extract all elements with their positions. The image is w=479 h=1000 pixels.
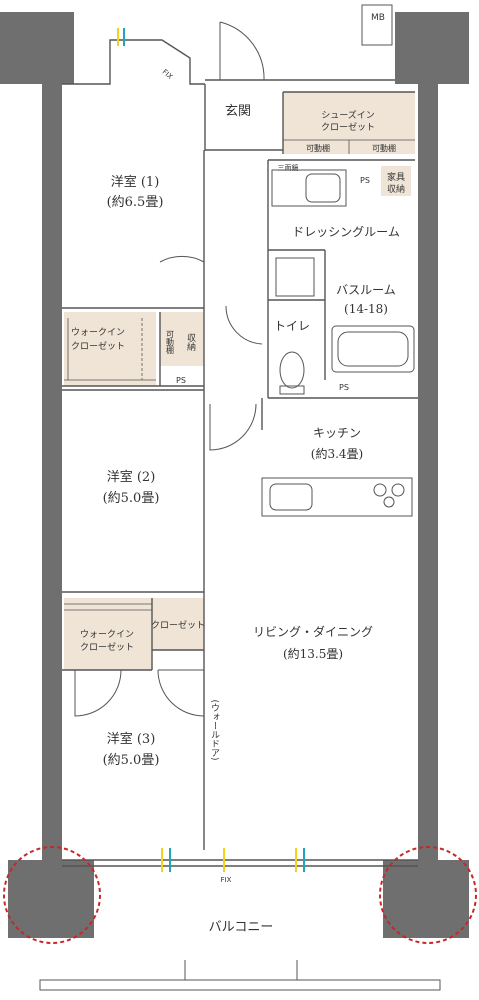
shuno-vertical-label: 収納 xyxy=(185,332,196,352)
column-top-right xyxy=(395,12,469,84)
structural-columns xyxy=(0,12,469,938)
wall-left-outer xyxy=(42,80,62,870)
shelf-label-2: 可動棚 xyxy=(372,143,396,153)
storage-small-area xyxy=(160,312,204,366)
room1-label-1: 洋室 (1) xyxy=(111,174,160,190)
balcony-label: バルコニー xyxy=(209,920,274,935)
wall-door-label: (ウォールドア) xyxy=(209,699,220,760)
bath-label-1: バスルーム xyxy=(336,283,396,297)
door-room2 xyxy=(209,403,257,451)
room3-label-1: 洋室 (3) xyxy=(107,731,156,747)
kitchen-counter xyxy=(261,477,413,517)
dressing-label: ドレッシングルーム xyxy=(292,225,400,239)
column-top-left xyxy=(0,12,74,84)
bath-label-2: (14-18) xyxy=(344,302,388,316)
wic1-label-1: ウォークイン xyxy=(71,327,125,338)
living-label-1: リビング・ダイニング xyxy=(253,624,373,639)
wic2-label-2: クローゼット xyxy=(80,641,134,653)
room1-label-2: (約6.5畳) xyxy=(107,195,164,210)
room-labels: 玄関 シューズイン クローゼット 可動棚 可動棚 三面鏡 PS 家具 収納 ドレ… xyxy=(71,68,405,935)
toilet-label: トイレ xyxy=(274,319,310,333)
ps-label-1: PS xyxy=(360,176,370,185)
kado-vertical-label: 可動棚 xyxy=(166,330,175,355)
closet-area xyxy=(152,598,204,650)
bath-tub xyxy=(331,325,415,373)
balcony-railing xyxy=(39,960,441,991)
wic1-area xyxy=(64,312,156,386)
shoes-closet-label-1: シューズイン xyxy=(321,109,375,121)
column-bottom-right xyxy=(383,860,469,938)
washer xyxy=(275,257,315,297)
genkan-label: 玄関 xyxy=(225,104,251,119)
kitchen-label-1: キッチン xyxy=(313,426,361,440)
door-swings xyxy=(74,21,265,717)
kitchen-label-2: (約3.4畳) xyxy=(311,446,363,461)
toilet-fixture xyxy=(279,351,305,395)
window-markers xyxy=(117,28,305,872)
shoes-closet-label-2: クローゼット xyxy=(321,121,375,133)
column-highlights xyxy=(3,846,477,944)
washbasin xyxy=(271,169,347,207)
living-label-2: (約13.5畳) xyxy=(283,646,343,661)
fix-label-top: FIX xyxy=(161,68,175,81)
door-hall xyxy=(225,305,263,345)
shelf-lines xyxy=(64,139,415,611)
ps-label-3: PS xyxy=(176,376,186,385)
door-room1 xyxy=(159,255,205,263)
interior-walls xyxy=(62,39,418,867)
door-room3b xyxy=(157,669,205,717)
fix-label-bottom: FIX xyxy=(221,876,232,884)
closet-label: クローゼット xyxy=(151,619,205,631)
shelf-label-1: 可動棚 xyxy=(306,143,330,153)
room2-label-2: (約5.0畳) xyxy=(103,491,160,506)
door-entry xyxy=(219,21,265,81)
kagu-label-2: 収納 xyxy=(387,183,405,195)
door-room3 xyxy=(74,669,122,717)
room3-label-2: (約5.0畳) xyxy=(103,753,160,768)
wic1-label-2: クローゼット xyxy=(71,340,125,352)
room2-label-1: 洋室 (2) xyxy=(107,469,156,485)
column-bottom-left xyxy=(8,860,94,938)
kagu-area xyxy=(381,166,411,196)
wic2-label-1: ウォークイン xyxy=(80,629,134,640)
kagu-label-1: 家具 xyxy=(387,171,405,183)
mb-label: MB xyxy=(371,13,385,23)
ps-label-2: PS xyxy=(339,383,349,392)
wall-right-outer xyxy=(418,80,438,870)
mirror-label: 三面鏡 xyxy=(278,163,299,172)
mb-box xyxy=(361,4,393,46)
